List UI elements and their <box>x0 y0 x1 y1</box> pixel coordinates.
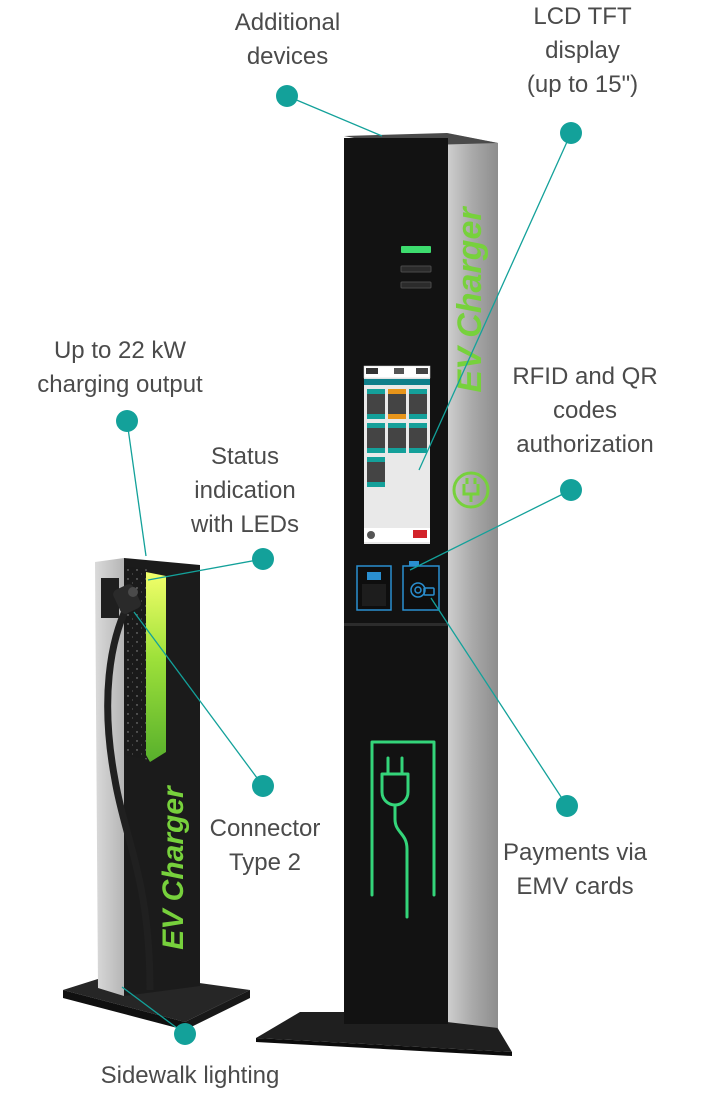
callout-dot-payments <box>556 795 578 817</box>
tall-station-brand-text: EV Charger <box>451 206 489 393</box>
small-charger-side-panel <box>95 558 124 996</box>
plug-icon <box>370 740 436 919</box>
type2-connector <box>104 584 154 991</box>
callout-dot-charging-output <box>116 410 138 432</box>
tall-station-side-panel <box>447 133 498 1028</box>
callout-dot-connector <box>252 775 274 797</box>
callout-dot-rfid-qr <box>560 479 582 501</box>
small-charger: EV Charger <box>63 558 250 1030</box>
qr-code-reader <box>356 565 392 611</box>
qr-code-icon <box>367 572 381 580</box>
label-status-leds: Status indication with LEDs <box>190 443 300 538</box>
callout-dot-sidewalk-lighting <box>174 1023 196 1045</box>
label-sidewalk-lighting: Sidewalk lighting <box>100 1062 280 1089</box>
ev-charger-logo-icon <box>452 471 490 509</box>
tall-charging-station: EV Charger <box>256 133 512 1056</box>
label-additional-devices: Additional devices <box>234 9 341 70</box>
lcd-display <box>363 365 431 544</box>
label-charging-output: Up to 22 kW charging output <box>37 337 203 398</box>
additional-devices-slots <box>400 246 432 289</box>
display-tiles <box>367 389 427 487</box>
label-payments: Payments via EMV cards <box>502 839 648 900</box>
callout-dot-additional-devices <box>276 85 298 107</box>
contactless-card-terminal <box>402 561 440 611</box>
label-connector: Connector Type 2 <box>209 815 321 876</box>
status-led-strip <box>146 572 166 762</box>
small-charger-brand-text: EV Charger <box>157 784 190 950</box>
label-lcd-display: LCD TFT display (up to 15") <box>526 3 639 98</box>
callout-dot-status-leds <box>252 548 274 570</box>
contactless-card-icon <box>410 582 435 598</box>
callout-dot-lcd-display <box>560 122 582 144</box>
label-rfid-qr: RFID and QR codes authorization <box>512 363 658 458</box>
callouts <box>116 85 582 1045</box>
